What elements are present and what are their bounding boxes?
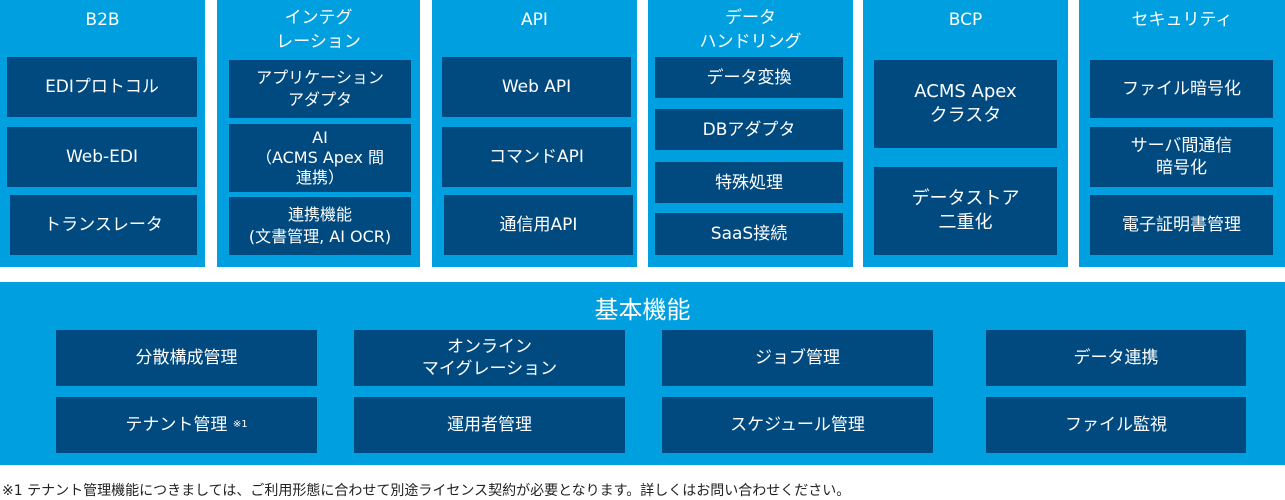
feature-box: 特殊処理	[655, 162, 843, 203]
feature-box: テナント管理 ※1	[56, 397, 317, 453]
column-integration: インテグ レーション アプリケーション アダプタ AI （ACMS Apex 間…	[217, 0, 420, 267]
feature-box: Web-EDI	[7, 127, 197, 187]
column-title: B2B	[85, 10, 120, 30]
feature-box: 分散構成管理	[56, 330, 317, 386]
feature-box: 連携機能 (文書管理, AI OCR)	[229, 197, 411, 255]
column-title: インテグ レーション	[276, 8, 361, 52]
column-title: セキュリティ	[1131, 10, 1233, 30]
feature-box: ファイル暗号化	[1090, 60, 1273, 118]
column-title: API	[521, 10, 548, 30]
base-features-panel: 基本機能 分散構成管理 オンライン マイグレーション ジョブ管理 データ連携 テ…	[0, 282, 1285, 465]
feature-box: AI （ACMS Apex 間 連携）	[229, 124, 411, 192]
feature-box: ファイル監視	[986, 397, 1246, 453]
column-title: BCP	[948, 10, 983, 30]
feature-box: データストア 二重化	[874, 167, 1057, 255]
feature-box: データ変換	[655, 57, 843, 98]
note-mark: ※1	[232, 419, 248, 430]
feature-box: ACMS Apex クラスタ	[874, 60, 1057, 148]
feature-label: テナント管理	[125, 415, 228, 435]
feature-box: Web API	[442, 57, 631, 117]
feature-box: EDIプロトコル	[7, 57, 197, 117]
feature-box: スケジュール管理	[662, 397, 933, 453]
feature-box: サーバ間通信 暗号化	[1090, 127, 1273, 187]
footnote: ※1 テナント管理機能につきましては、ご利用形態に合わせて別途ライセンス契約が必…	[2, 483, 851, 499]
feature-box: 通信用API	[444, 195, 633, 255]
feature-box: 運用者管理	[354, 397, 625, 453]
feature-box: データ連携	[986, 330, 1246, 386]
feature-box: SaaS接続	[655, 213, 843, 255]
column-api: API Web API コマンドAPI 通信用API	[432, 0, 637, 267]
column-title: データ ハンドリング	[699, 8, 802, 52]
feature-box: ジョブ管理	[662, 330, 933, 386]
base-title: 基本機能	[594, 296, 691, 324]
feature-box: アプリケーション アダプタ	[229, 60, 411, 118]
feature-box: オンライン マイグレーション	[354, 330, 625, 386]
feature-box: コマンドAPI	[442, 127, 631, 187]
column-bcp: BCP ACMS Apex クラスタ データストア 二重化	[863, 0, 1068, 267]
feature-box: DBアダプタ	[655, 109, 843, 150]
feature-box: 電子証明書管理	[1090, 195, 1273, 255]
feature-box: トランスレータ	[10, 195, 197, 255]
column-b2b: B2B EDIプロトコル Web-EDI トランスレータ	[0, 0, 205, 267]
column-security: セキュリティ ファイル暗号化 サーバ間通信 暗号化 電子証明書管理	[1079, 0, 1285, 267]
column-data-handling: データ ハンドリング データ変換 DBアダプタ 特殊処理 SaaS接続	[648, 0, 853, 267]
